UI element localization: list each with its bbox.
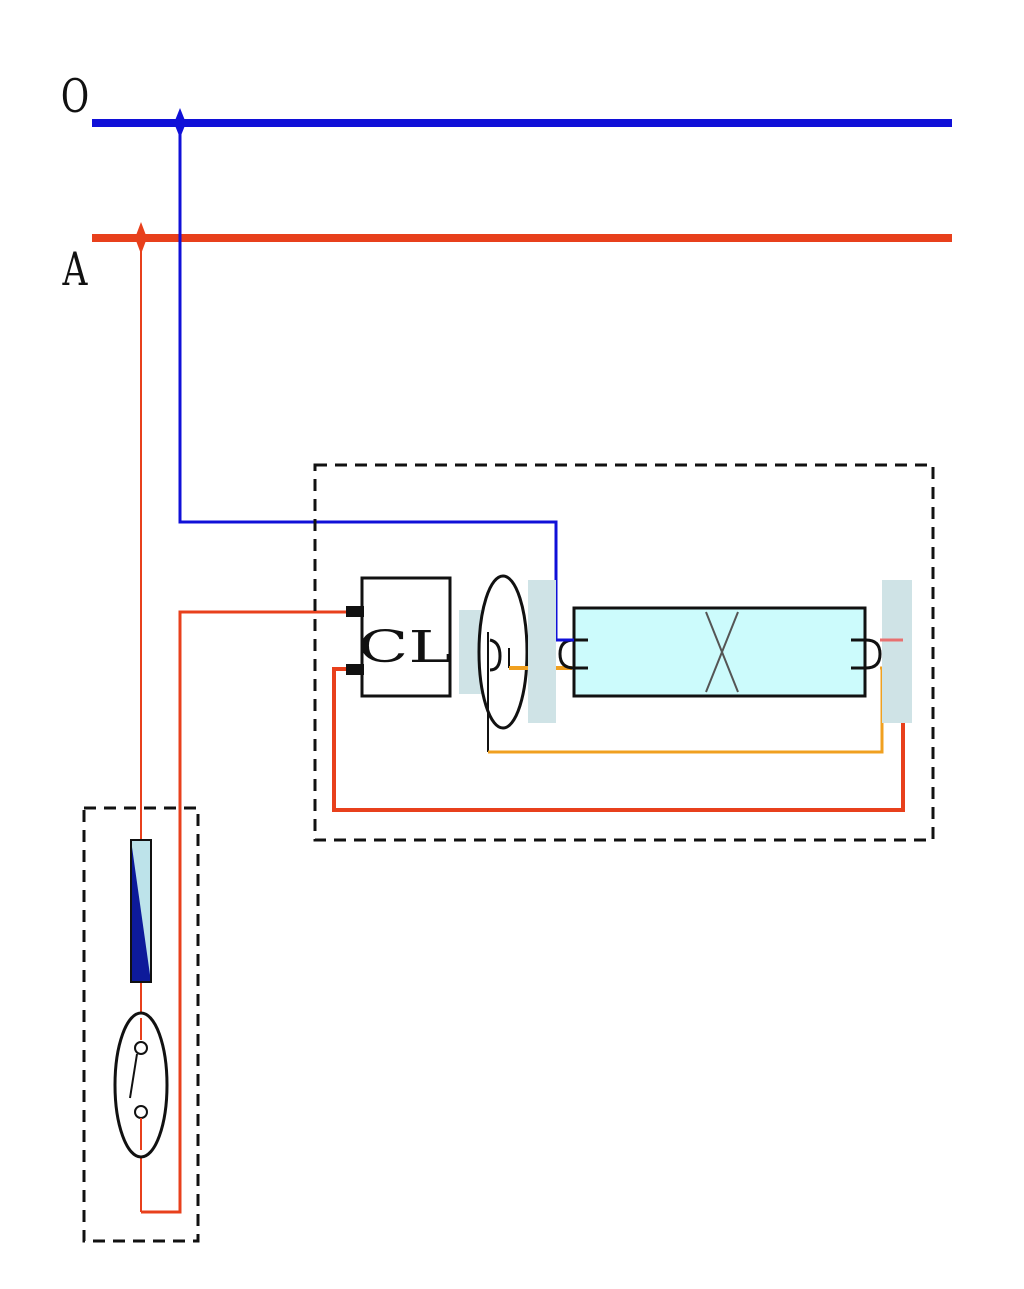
fuse-icon: [130, 839, 152, 983]
neutral-wire: [178, 123, 558, 640]
switch-enclosure: [82, 806, 200, 1243]
fixture-enclosure: [313, 463, 935, 842]
wall-switch-icon[interactable]: [113, 1011, 169, 1159]
phase-label: A: [62, 242, 88, 296]
neutral-label: O: [61, 69, 89, 123]
tube-socket-left: [528, 580, 556, 723]
switched-phase-wire: [141, 610, 350, 1214]
ballast-label: CL: [358, 622, 452, 673]
starter-icon: [477, 574, 529, 752]
ballast: CL: [346, 576, 452, 698]
ballast-return-wire: [332, 640, 905, 812]
fluorescent-tube: [556, 606, 903, 698]
tube-socket-right: [882, 580, 912, 723]
